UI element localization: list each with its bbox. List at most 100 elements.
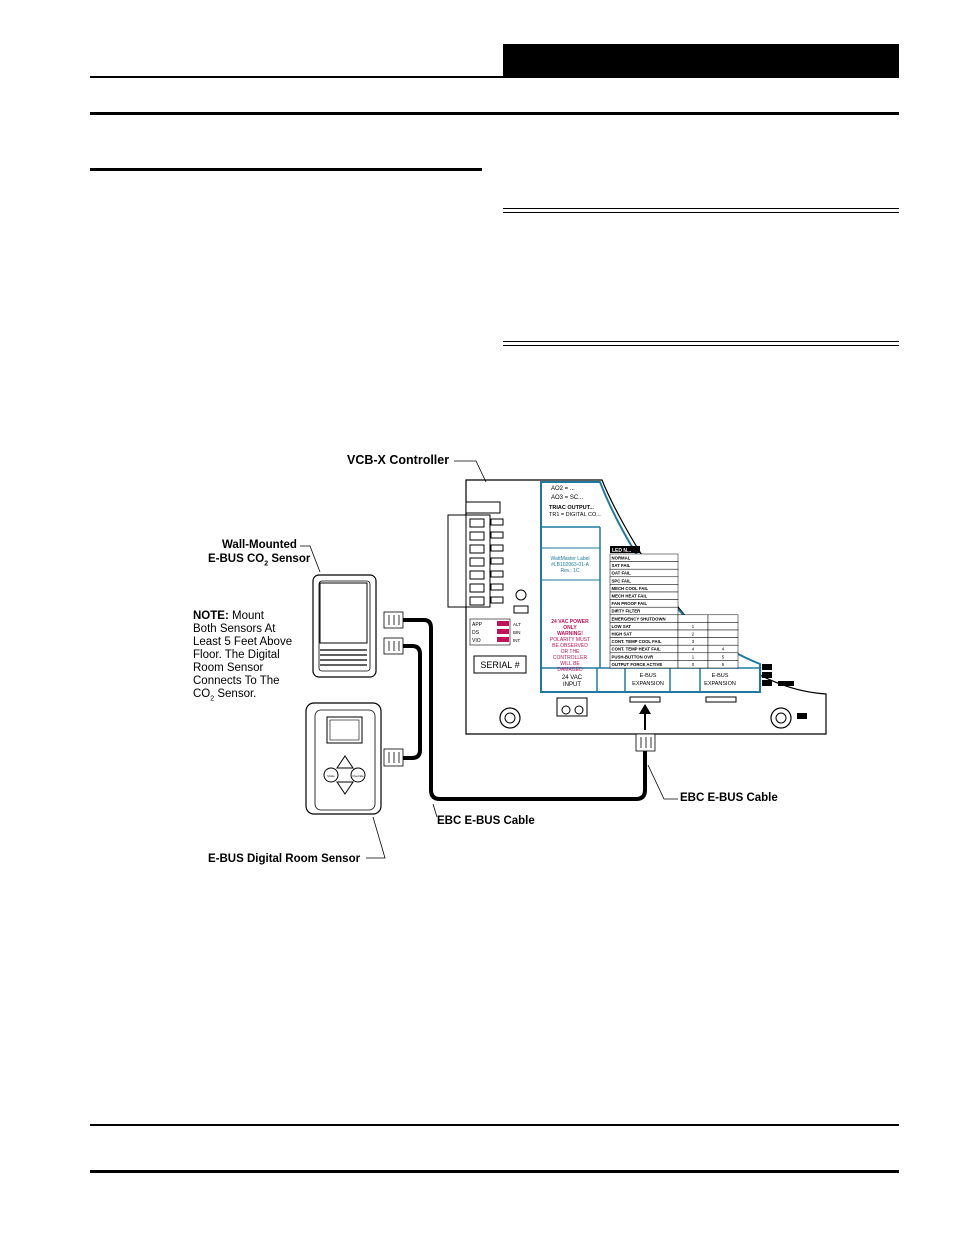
footer-rule-1 [90,1124,899,1126]
note-line-7-post: Sensor. [214,688,257,700]
input-label-1: 24 VAC [562,675,583,681]
warning-line-3: WARNING! [557,631,583,637]
note-box-rule-top [503,208,899,209]
warning-line-8: WILL BE [560,661,580,667]
ebus-port-2 [705,696,737,703]
warning-line-6: OR THE [561,649,580,655]
warning-line-7: CONTROLLER [553,655,588,661]
digital-room-sensor: Mode Override [305,702,382,815]
board-text-triac: TRIAC OUTPUT... [549,505,594,511]
led-table-row-value: 2 [692,632,695,637]
warning-line-1: 24 VAC POWER [551,619,589,625]
led-table-cell [707,629,739,638]
note-line-1-text: Mount [231,610,264,622]
cable-label-left: EBC E-BUS Cable [437,815,535,827]
led-left-2: DS [472,630,480,636]
controller-cable-connector [635,733,656,752]
led-table-header: LED N... [612,548,632,554]
led-table-row-name: SPC FAIL [612,578,632,583]
controller-label: VCB-X Controller [347,453,450,467]
cable-label-right: EBC E-BUS Cable [680,792,778,804]
led-table-row-value: 6 [722,662,725,667]
note-line-7-pre: CO [193,688,211,700]
warning-line-4: POLARITY MUST [550,637,590,643]
co2-sensor-label-sub: 2 [264,560,269,568]
board-text-tr1: TR1 = DIGITAL CO... [549,512,601,518]
led-table-row-value: 1 [692,624,695,629]
note-line-4: Floor. The Digital [193,649,280,661]
warning-line-9: DAMAGED [557,667,583,673]
note-line-2: Both Sensors At [193,623,276,635]
co2-sensor-label-pre: E-BUS CO [208,553,265,565]
led-table-row-name: NORMAL [612,556,631,561]
note-line-6: Connects To The [193,675,280,687]
led-table-row-name: MECH COOL FAIL [612,586,649,591]
co2-sensor-label-line1: Wall-Mounted [222,539,297,551]
co2-sensor-label-post: Sensor [268,553,311,565]
warning-line-5: BE OBSERVED [552,643,588,649]
led-table-row-name: OUTPUT FORCE ACTIVE [612,662,663,667]
led-table-row-name: MECH HEAT FAIL [612,594,648,599]
note-line-1: NOTE: Mount [193,610,305,623]
led-table-row-value: 4 [692,647,695,652]
led-table-row-value: 0 [692,662,695,667]
warning-line-2: ONLY [563,625,577,631]
led-status-table: LED N... NORMAL SAT FAIL OAT FAIL SPC FAIL M… [609,546,739,669]
co2-sensor [312,574,377,678]
wattmaster-label-1: WattMaster Label [551,556,590,562]
co2-sensor-label-line2: E-BUS CO2 Sensor [208,553,310,567]
ebus-label-2a: E-BUS [712,673,729,679]
input-label-2: INPUT [563,682,581,688]
header-rule-top [90,76,503,78]
wattmaster-label-3: Rev.: 1C [560,568,579,574]
led-table-row-name: HIGH SAT [612,632,633,637]
terminal-block [465,514,504,608]
led-right-2: BIN [513,630,521,635]
led-left-3: VIO [472,638,481,644]
led-indicators: APP DS VIO ALT BIN INT [469,618,521,646]
power-connector [556,697,588,717]
led-table-row-name: FAN PROOF FAIL [612,601,648,606]
header-rule-full [90,112,899,115]
footer-rule-2 [90,1170,899,1173]
led-table-row-name: SAT FAIL [612,563,631,568]
ebus-label-2b: EXPANSION [704,681,736,687]
led-table-row-name: OAT FAIL [612,571,632,576]
serial-box [473,655,527,674]
led-table-row-name: PUSH-BUTTON OVR [612,654,655,659]
note-box-rule-bottom-2 [503,345,899,346]
co2-connectors [383,611,404,655]
header-black-bar [503,44,899,78]
room-sensor-connector [383,748,404,767]
led-table-row-value: 4 [722,647,725,652]
led-table-cell [707,637,739,646]
led-right-1: ALT [513,622,521,627]
digital-room-sensor-label: E-BUS Digital Room Sensor [208,853,361,865]
led-table-cell [677,614,709,623]
board-text-ao2: AO2 = ... [551,486,575,492]
controller-board: AO2 = ... AO3 = SC... TRIAC OUTPUT... TR… [447,479,827,735]
ebus-port-1 [629,696,661,703]
led-table-row-value: 3 [692,639,695,644]
mounting-note: NOTE: Mount Both Sensors At Least 5 Feet… [193,610,305,705]
board-text-ao3: AO3 = SC... [551,495,584,501]
ebus-cable-co2-controller [403,618,647,801]
led-table-cell [707,614,739,623]
led-table-row-name: EMERGENCY SHUTDOWN [612,616,666,621]
led-table-row-name: CONT. TEMP COOL FAIL [612,639,662,644]
led-left-1: APP [472,622,483,628]
ebus-label-1b: EXPANSION [632,681,664,687]
room-sensor-override-button: Override [352,774,364,778]
ebus-label-1a: E-BUS [640,673,657,679]
serial-label: SERIAL # [480,660,519,670]
section-rule-left [90,168,482,171]
note-line-5: Room Sensor [193,662,264,674]
note-box-rule-bottom [503,341,899,342]
led-table-row-value: 1 [692,654,695,659]
led-table-row-name: DIRTY FILTER [612,609,642,614]
note-line-7: CO2 Sensor. [193,688,305,705]
led-table-cell [707,622,739,631]
room-sensor-mode-button: Mode [327,774,335,778]
note-line-3: Least 5 Feet Above [193,636,293,648]
